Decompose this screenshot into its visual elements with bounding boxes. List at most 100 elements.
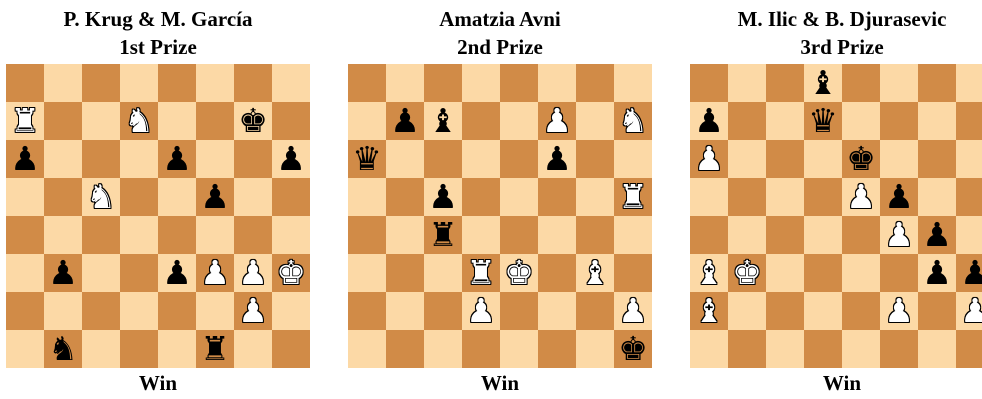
square-c1[interactable] [82, 330, 120, 368]
square-a3[interactable] [6, 254, 44, 292]
square-a1[interactable] [348, 330, 386, 368]
square-g2[interactable]: ♟ [234, 292, 272, 330]
square-f3[interactable] [538, 254, 576, 292]
square-g8[interactable] [234, 64, 272, 102]
white-king[interactable]: ♚ [732, 254, 762, 292]
square-d1[interactable] [120, 330, 158, 368]
white-pawn[interactable]: ♟ [618, 292, 648, 330]
square-f6[interactable]: ♟ [538, 140, 576, 178]
square-b2[interactable] [44, 292, 82, 330]
square-c1[interactable] [766, 330, 804, 368]
square-a4[interactable] [690, 216, 728, 254]
square-c6[interactable] [82, 140, 120, 178]
square-e1[interactable] [500, 330, 538, 368]
square-d5[interactable] [462, 178, 500, 216]
square-h2[interactable] [272, 292, 310, 330]
square-e3[interactable]: ♟ [158, 254, 196, 292]
square-f3[interactable] [880, 254, 918, 292]
square-e2[interactable] [500, 292, 538, 330]
square-a8[interactable] [348, 64, 386, 102]
square-f4[interactable]: ♟ [880, 216, 918, 254]
square-a3[interactable]: ♝ [690, 254, 728, 292]
square-c5[interactable]: ♞ [82, 178, 120, 216]
square-d5[interactable] [120, 178, 158, 216]
square-e5[interactable] [158, 178, 196, 216]
white-pawn[interactable]: ♟ [542, 102, 572, 140]
square-a5[interactable] [6, 178, 44, 216]
square-b7[interactable] [728, 102, 766, 140]
black-pawn[interactable]: ♟ [428, 178, 458, 216]
square-d4[interactable] [462, 216, 500, 254]
black-pawn[interactable]: ♟ [884, 178, 914, 216]
square-a7[interactable] [348, 102, 386, 140]
square-h6[interactable]: ♟ [272, 140, 310, 178]
square-e8[interactable] [500, 64, 538, 102]
black-pawn[interactable]: ♟ [542, 140, 572, 178]
black-king[interactable]: ♚ [238, 102, 268, 140]
black-rook[interactable]: ♜ [428, 216, 458, 254]
square-f1[interactable] [538, 330, 576, 368]
white-rook[interactable]: ♜ [466, 254, 496, 292]
square-h3[interactable]: ♟ [956, 254, 982, 292]
black-king[interactable]: ♚ [618, 330, 648, 368]
square-h4[interactable] [614, 216, 652, 254]
square-h6[interactable] [956, 140, 982, 178]
square-d6[interactable] [804, 140, 842, 178]
white-knight[interactable]: ♞ [618, 102, 648, 140]
square-c5[interactable] [766, 178, 804, 216]
square-e6[interactable]: ♟ [158, 140, 196, 178]
square-c2[interactable] [766, 292, 804, 330]
black-rook[interactable]: ♜ [200, 330, 230, 368]
square-f3[interactable]: ♟ [196, 254, 234, 292]
square-g3[interactable]: ♟ [918, 254, 956, 292]
black-knight[interactable]: ♞ [48, 330, 78, 368]
white-pawn[interactable]: ♟ [466, 292, 496, 330]
white-pawn[interactable]: ♟ [846, 178, 876, 216]
square-e2[interactable] [158, 292, 196, 330]
square-b8[interactable] [728, 64, 766, 102]
square-a1[interactable] [6, 330, 44, 368]
white-pawn[interactable]: ♟ [200, 254, 230, 292]
white-pawn[interactable]: ♟ [694, 140, 724, 178]
square-d1[interactable] [804, 330, 842, 368]
square-b4[interactable] [44, 216, 82, 254]
square-h1[interactable] [956, 330, 982, 368]
square-d2[interactable]: ♟ [462, 292, 500, 330]
square-g3[interactable]: ♝ [576, 254, 614, 292]
square-d3[interactable] [120, 254, 158, 292]
square-c3[interactable] [766, 254, 804, 292]
white-pawn[interactable]: ♟ [960, 292, 982, 330]
square-g1[interactable] [918, 330, 956, 368]
square-c2[interactable] [424, 292, 462, 330]
square-a6[interactable]: ♟ [6, 140, 44, 178]
black-pawn[interactable]: ♟ [200, 178, 230, 216]
square-f4[interactable] [538, 216, 576, 254]
square-h5[interactable]: ♜ [614, 178, 652, 216]
square-h3[interactable]: ♚ [272, 254, 310, 292]
square-e5[interactable]: ♟ [842, 178, 880, 216]
square-c7[interactable]: ♝ [424, 102, 462, 140]
square-e1[interactable] [842, 330, 880, 368]
square-b4[interactable] [728, 216, 766, 254]
square-c6[interactable] [424, 140, 462, 178]
square-h5[interactable] [272, 178, 310, 216]
black-queen[interactable]: ♛ [352, 140, 382, 178]
square-f6[interactable] [880, 140, 918, 178]
square-e4[interactable] [158, 216, 196, 254]
square-a3[interactable] [348, 254, 386, 292]
white-pawn[interactable]: ♟ [884, 216, 914, 254]
square-g8[interactable] [576, 64, 614, 102]
square-d7[interactable] [462, 102, 500, 140]
black-pawn[interactable]: ♟ [276, 140, 306, 178]
square-g1[interactable] [234, 330, 272, 368]
square-h7[interactable]: ♞ [614, 102, 652, 140]
square-g4[interactable] [234, 216, 272, 254]
square-g7[interactable] [918, 102, 956, 140]
square-d7[interactable]: ♛ [804, 102, 842, 140]
square-c2[interactable] [82, 292, 120, 330]
square-d5[interactable] [804, 178, 842, 216]
square-f5[interactable] [538, 178, 576, 216]
square-f8[interactable] [538, 64, 576, 102]
square-f1[interactable]: ♜ [196, 330, 234, 368]
square-c7[interactable] [766, 102, 804, 140]
